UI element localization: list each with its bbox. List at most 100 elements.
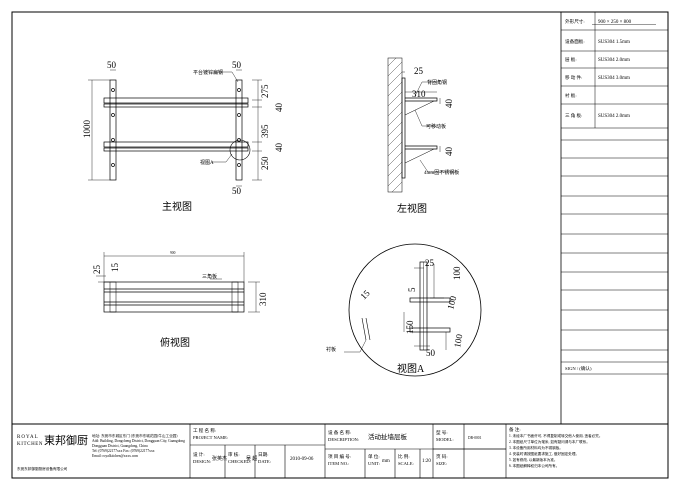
- date-label: 日期:: [258, 452, 268, 458]
- callout-label: 视图A: [200, 159, 214, 166]
- callout-label: 三角板: [202, 273, 217, 280]
- detail-a-labels: 25 100 5 15 100 150 50 100 衬板 视图A: [326, 258, 464, 375]
- spec-row-value: SUS304 2.0mm: [598, 114, 630, 119]
- model-label-en: MODEL:: [436, 437, 454, 442]
- dim-label: 310: [412, 89, 426, 99]
- spec-row-value: SUS304 1.5mm: [598, 40, 630, 45]
- detail-a-view: [344, 243, 482, 377]
- top-view: [96, 252, 260, 313]
- front-view: [88, 69, 262, 187]
- spec-table: 外形尺寸: 900 × 250 × 800 设备面板: SUS304 1.5mm…: [560, 12, 668, 424]
- dim-label: 25: [414, 66, 424, 76]
- dim-label: 5: [407, 287, 417, 292]
- dim-label: 50: [232, 60, 242, 70]
- company-logo: ROYAL KITCHEN 東邦御厨: [17, 433, 88, 447]
- desc-value: 活动扯墙层板: [368, 432, 408, 441]
- model-value: DB-0001: [468, 436, 482, 440]
- spec-row-label: 移 动 件:: [565, 74, 582, 81]
- view-caption: 主视图: [162, 200, 192, 213]
- size-label: 页 码:: [436, 453, 448, 460]
- front-view-labels: 50 50 50 1000 275 40 395 40 250 平台镀锌扁钢 视…: [82, 60, 284, 213]
- company-line: Dongguan District, Guangdong, China: [92, 444, 148, 449]
- dim-label: 40: [444, 147, 454, 157]
- unit-value: mm: [382, 459, 390, 464]
- sheet-border: [11, 11, 669, 479]
- note-line: 5. 如有修改, 以最新版本为准。: [509, 457, 558, 463]
- sign-label: SIGN / (确认): [565, 365, 592, 372]
- date-value: 2010-09-06: [290, 457, 314, 462]
- size-label: 外形尺寸:: [565, 18, 585, 25]
- dim-label: 275: [260, 84, 270, 98]
- dim-label: 15: [110, 263, 120, 273]
- check-label-en: CHECKED:: [228, 459, 251, 464]
- logo-en-2: KITCHEN: [17, 442, 43, 447]
- dim-label: 150: [405, 320, 415, 334]
- item-label: 项 目 编 号:: [328, 453, 351, 460]
- logo-en-1: ROYAL: [17, 435, 39, 440]
- size-label-en: SIZE:: [436, 461, 447, 466]
- logo-cn: 東邦御厨: [44, 433, 88, 447]
- project-label-en: PROJECT NAME:: [193, 435, 228, 440]
- note-line: 3. 本设备所用材料均为不锈钢板。: [509, 445, 563, 450]
- title-block: [12, 423, 668, 478]
- check-label: 审 核:: [228, 451, 240, 458]
- dim-label: 50: [107, 60, 117, 70]
- spec-row-label: 设备面板:: [565, 38, 585, 45]
- dim-label: 25: [92, 265, 102, 275]
- scale-label: 比 例:: [398, 453, 410, 460]
- spec-row-label: 层 板:: [565, 56, 577, 63]
- note-line: 1. 未经本厂书面许可, 不得复制或转交他人使用, 违者必究。: [509, 433, 602, 439]
- dim-label: 310: [258, 292, 268, 306]
- company-line: Add: Building, Dongcheng District, Dongg…: [92, 439, 185, 444]
- dim-label: 395: [260, 124, 270, 138]
- spec-row-value: SUS304 2.0mm: [598, 58, 630, 63]
- callout-label: 可移动板: [426, 123, 446, 130]
- date-label-en: DATE:: [258, 459, 271, 464]
- note-line: 2. 本图纸尺寸单位为毫米, 如有疑问请与本厂联系。: [509, 439, 590, 445]
- dim-label: 15: [358, 288, 372, 302]
- dim-label: 100: [452, 333, 464, 349]
- dim-label: 40: [274, 103, 284, 113]
- dim-label: 900: [170, 251, 176, 255]
- dim-label: 1000: [82, 120, 92, 139]
- view-caption: 视图A: [397, 362, 425, 375]
- top-view-labels: 900 25 15 310 三角板 俯视图: [92, 251, 268, 349]
- company-line: Tel: (0769)22177xxx Fax: (0769)22177xxx: [92, 449, 155, 453]
- scale-label-en: SCALE:: [398, 461, 414, 466]
- checker: 吴 超: [246, 455, 257, 462]
- note-line: 6. 本图纸解释权归本公司所有。: [509, 463, 559, 468]
- spec-row-label: 三 角 板:: [565, 112, 582, 119]
- dim-label: 25: [425, 258, 435, 268]
- callout-label: 平台镀锌扁钢: [193, 69, 223, 76]
- dim-label: 50: [426, 348, 436, 358]
- designer: 张英杰: [212, 455, 227, 462]
- company-line: 地址: 东莞市东城区东门 (东莞市东城花园(牛山工业园): [92, 433, 178, 438]
- dim-label: 40: [444, 99, 454, 109]
- item-label-en: ITEM NO.:: [328, 461, 349, 466]
- project-label: 工 程 名 称:: [193, 427, 216, 434]
- design-label: 设 计:: [193, 451, 205, 458]
- callout-label: 4mm固不锈钢板: [424, 169, 459, 176]
- left-view-labels: 25 310 40 40 背固角钢 可移动板 4mm固不锈钢板 左视图: [397, 66, 459, 215]
- size-value: 900 × 250 × 800: [598, 20, 632, 25]
- callout-label: 背固角钢: [427, 79, 447, 86]
- dim-label: 100: [452, 266, 462, 280]
- company-footer: 东莞东邦御厨厨房设备有限公司: [17, 466, 68, 471]
- model-label: 型 号:: [436, 429, 448, 436]
- note-line: 4. 安装时请按图纸要求施工, 做好固定处理。: [509, 451, 579, 457]
- dim-label: 50: [232, 186, 242, 196]
- dim-label: 250: [260, 156, 270, 170]
- design-label-en: DESIGN:: [193, 459, 211, 464]
- dim-label: 100: [445, 294, 458, 310]
- unit-label-en: UNIT:: [368, 461, 380, 466]
- unit-label: 单 位:: [368, 453, 380, 460]
- left-view: [387, 57, 456, 193]
- callout-label: 衬板: [326, 346, 336, 353]
- notes-title: 备 注:: [509, 426, 521, 433]
- dim-label: 40: [274, 143, 284, 153]
- desc-label: 设 备 名 称:: [328, 429, 351, 436]
- scale-value: 1:20: [422, 459, 431, 464]
- company-line: Email: royalkitchen@xxxx.com: [92, 454, 138, 458]
- spec-row-value: SUS304 3.0mm: [598, 76, 630, 81]
